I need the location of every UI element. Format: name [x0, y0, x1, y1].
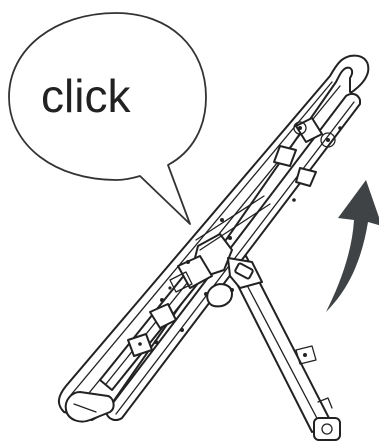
curved-arrow-up-icon — [326, 180, 379, 312]
rear-wheel — [314, 418, 340, 440]
callout-text: click — [41, 70, 131, 122]
click-callout: click — [9, 13, 206, 224]
front-wheel — [66, 392, 114, 422]
